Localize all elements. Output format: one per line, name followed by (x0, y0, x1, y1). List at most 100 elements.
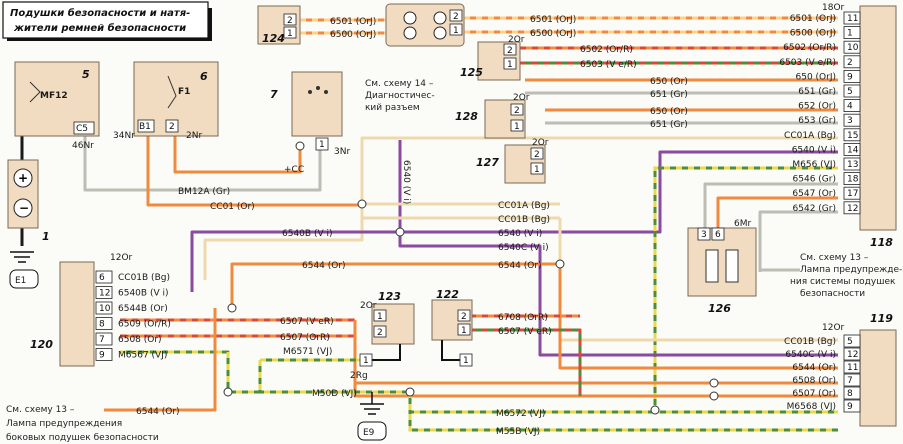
component-1-battery: + − 1 E1 (7, 159, 50, 289)
component-127: 2 1 127 2Or (476, 138, 549, 184)
component-119: 12Or 119 (822, 312, 897, 427)
svg-text:6540 (V i): 6540 (V i) (498, 229, 542, 239)
svg-text:6501 (OrJ): 6501 (OrJ) (330, 17, 376, 27)
svg-text:2: 2 (507, 46, 513, 56)
conn119-pin-box (843, 360, 861, 374)
svg-text:6503 (V e/R): 6503 (V e/R) (580, 60, 637, 70)
conn118-pin-number: 1 (847, 29, 853, 39)
title-line-1: Подушки безопасности и натя- (10, 7, 190, 19)
label-122: 122 (436, 288, 459, 301)
svg-text:Диагностичес-: Диагностичес- (365, 91, 435, 101)
svg-text:1: 1 (453, 26, 459, 36)
label-5: 5 (82, 68, 90, 81)
conn119-wire-label: M6568 (VJ) (787, 402, 836, 412)
conn118-wire-label: 6542 (Gr) (793, 204, 836, 214)
conn119-wire-label: 6540C (V i) (785, 350, 836, 360)
inline-connector-top: 2 1 (385, 3, 465, 47)
conn118-pin-number: 4 (847, 102, 853, 112)
label-126: 126 (708, 302, 731, 315)
conn118-wire-label: 6503 (V e/R) (779, 58, 836, 68)
svg-text:46Nr: 46Nr (72, 141, 94, 151)
conn118-pin-box (843, 186, 861, 200)
conn119-pin-box (843, 399, 861, 413)
svg-text:B1: B1 (139, 122, 151, 132)
svg-text:кий разъем: кий разъем (365, 103, 420, 113)
conn118-pin-box (843, 55, 861, 69)
conn120-pin-box (95, 270, 113, 284)
conn118-pin-number: 17 (847, 189, 858, 199)
svg-text:2: 2 (534, 150, 540, 160)
svg-text:6Mr: 6Mr (734, 219, 751, 229)
label-125: 125 (460, 66, 483, 79)
wire-label-6540-vertical: 6540 (V i) (401, 160, 411, 204)
label-120: 120 (30, 338, 53, 351)
wires (20, 16, 838, 432)
conn118-wire-label: 650 (OrJ) (796, 72, 837, 82)
svg-text:6540C (V i): 6540C (V i) (498, 243, 549, 253)
component-120: 12Or 120 (30, 253, 133, 367)
svg-text:1: 1 (363, 356, 369, 366)
component-6: F1 6 B1 2 34Nr 2Nr (113, 61, 219, 141)
conn118-wire-label: 6501 (OrJ) (790, 14, 836, 24)
svg-text:18Or: 18Or (822, 3, 845, 13)
svg-text:1: 1 (287, 29, 293, 39)
conn120-wire-label: 6509 (Or/R) (118, 320, 171, 330)
svg-text:2Or: 2Or (508, 35, 525, 45)
conn118-pin-number: 12 (847, 204, 858, 214)
note-side-lamp: См. схему 13 – Лампа предупреждения боко… (6, 405, 159, 443)
conn120-pin-number: 12 (99, 289, 110, 299)
conn120-pin-box (95, 286, 113, 299)
svg-text:M6571 (VJ): M6571 (VJ) (283, 347, 332, 357)
component-126: 3 6 6Mr 126 (687, 219, 757, 315)
svg-text:2Nr: 2Nr (186, 131, 202, 141)
conn118-pin-number: 10 (847, 43, 859, 53)
conn118-wire-label: 653 (Gr) (798, 116, 836, 126)
conn120-pin-box (95, 348, 113, 361)
component-124: 2 1 124 (257, 5, 301, 45)
conn118-pin-box (843, 70, 861, 83)
component-5: MF12 5 C5 46Nr (14, 61, 100, 151)
svg-text:C5: C5 (76, 124, 88, 134)
svg-text:650 (Or): 650 (Or) (650, 107, 688, 117)
svg-text:12Or: 12Or (110, 253, 133, 263)
conn120-pin-box (95, 317, 113, 330)
label-7: 7 (270, 88, 278, 101)
svg-text:12Or: 12Or (822, 323, 845, 333)
svg-text:M50D (VJ): M50D (VJ) (312, 389, 357, 399)
conn120-pin-box (95, 301, 113, 315)
conn120-pin-box (95, 332, 113, 346)
svg-text:См. схему 13 –: См. схему 13 – (6, 405, 75, 415)
svg-text:M55B (VJ): M55B (VJ) (496, 427, 540, 437)
svg-text:3Nr: 3Nr (334, 147, 350, 157)
svg-text:6507 (OrR): 6507 (OrR) (280, 333, 330, 343)
conn118-pin-number: 13 (847, 160, 858, 170)
svg-text:6500 (OrJ): 6500 (OrJ) (330, 30, 376, 40)
svg-text:6501 (OrJ): 6501 (OrJ) (530, 15, 576, 25)
conn119-pin-number: 7 (847, 376, 853, 386)
svg-text:2: 2 (377, 328, 383, 338)
svg-text:+: + (18, 171, 28, 185)
conn120-wire-label: 6540B (V i) (118, 289, 168, 299)
conn119-pin-number: 8 (847, 389, 853, 399)
conn118-pin-number: 11 (847, 14, 858, 24)
svg-text:651 (Gr): 651 (Gr) (650, 120, 688, 130)
svg-text:6544 (Or): 6544 (Or) (498, 261, 542, 271)
svg-text:6540B (V i): 6540B (V i) (282, 229, 332, 239)
ground-e9: 2Rg E9 (350, 371, 387, 441)
svg-text:3: 3 (701, 230, 707, 240)
conn118-wire-label: 6546 (Gr) (793, 175, 836, 185)
conn118-pin-box (843, 40, 861, 54)
svg-text:2Or: 2Or (532, 138, 549, 148)
svg-text:CC01 (Or): CC01 (Or) (210, 202, 255, 212)
svg-text:2: 2 (514, 106, 520, 116)
conn118-wire-label: 6500 (OrJ) (790, 29, 836, 39)
svg-text:E9: E9 (363, 428, 375, 438)
label-118: 118 (870, 236, 893, 249)
conn118-pin-number: 5 (847, 87, 853, 97)
svg-text:651 (Gr): 651 (Gr) (650, 90, 688, 100)
conn118-pin-box (843, 142, 861, 156)
conn118-pin-box (843, 128, 861, 142)
svg-text:6507 (V eR): 6507 (V eR) (280, 317, 334, 327)
svg-text:2: 2 (287, 16, 293, 26)
component-122: 2 1 122 1 (431, 288, 473, 367)
